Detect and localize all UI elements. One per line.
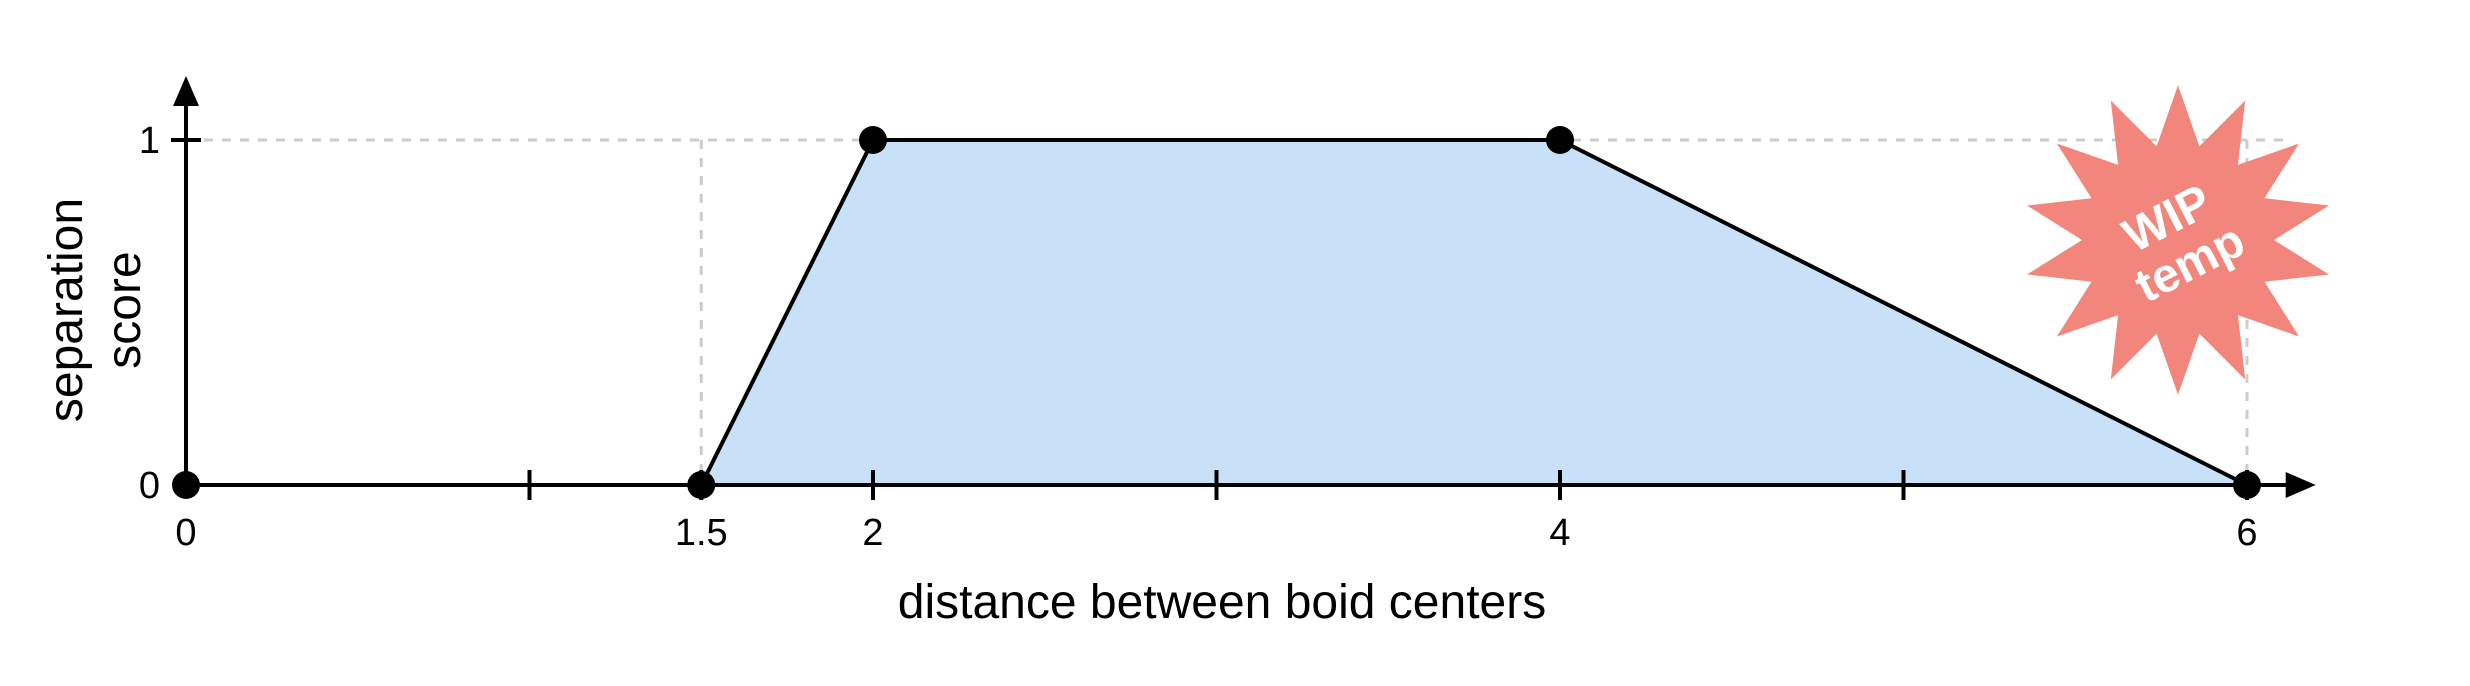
tick-labels: 0 1.5 2 4 6 0 1 [139, 120, 2258, 554]
data-point [2233, 471, 2261, 499]
starburst-shape [2027, 85, 2329, 395]
data-point [172, 471, 200, 499]
y-tick-label-0: 0 [139, 465, 160, 507]
data-point [687, 471, 716, 499]
data-point [859, 126, 887, 154]
area-fill [701, 140, 2247, 485]
x-tick-label-6: 6 [2236, 512, 2257, 554]
y-axis-title-line-1: separation [40, 198, 93, 422]
data-points [172, 126, 2261, 499]
data-point [1546, 126, 1574, 154]
wip-stamp: WIP temp [2027, 85, 2329, 395]
x-tick-label-1.5: 1.5 [675, 512, 728, 554]
x-axis-title: distance between boid centers [898, 576, 1546, 629]
x-tick-label-0: 0 [175, 512, 196, 554]
x-tick-label-2: 2 [862, 512, 883, 554]
x-axis-arrowhead [2285, 472, 2316, 498]
series-line [699, 138, 2248, 487]
y-axis-title-line-2: score [98, 251, 151, 368]
y-tick-label-1: 1 [139, 120, 160, 162]
x-tick-label-4: 4 [1549, 512, 1570, 554]
y-axis-title: separation score [40, 198, 151, 422]
y-axis-arrowhead [173, 76, 199, 106]
